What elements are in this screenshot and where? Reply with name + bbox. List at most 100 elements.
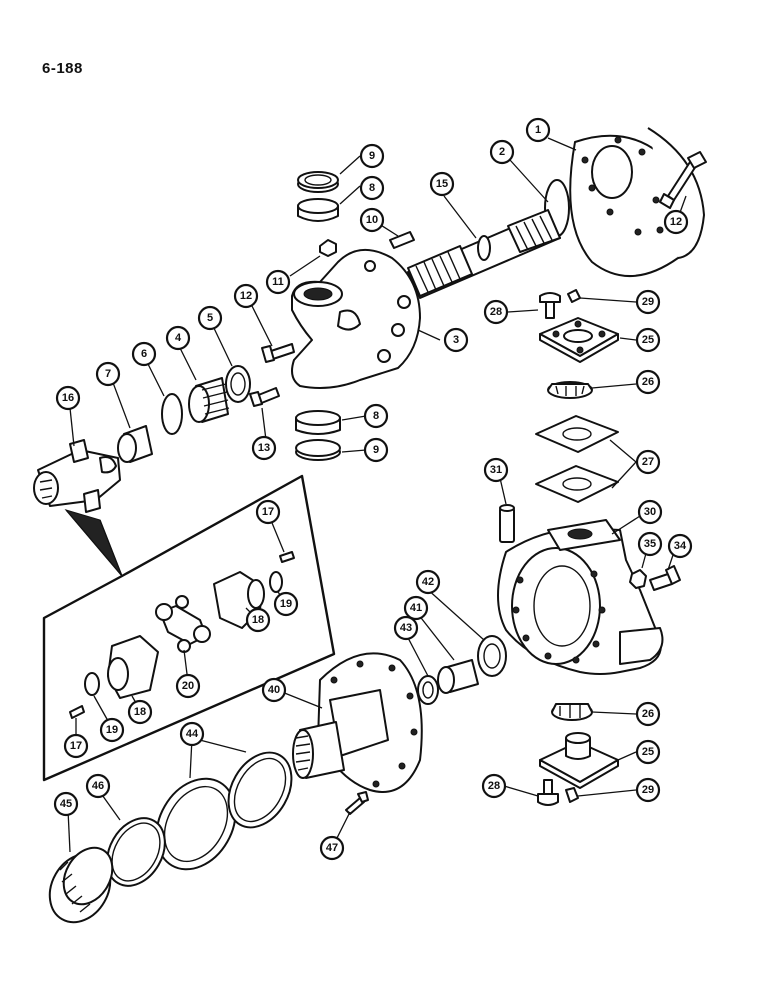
part-bolt-mid [261, 343, 295, 363]
svg-text:1: 1 [535, 124, 541, 136]
callout: 40 [261, 677, 287, 703]
callout: 19 [99, 717, 125, 743]
part-universal-joint [33, 439, 121, 513]
part-yoke-housing [291, 249, 421, 389]
part-seal-42 [477, 635, 507, 677]
svg-text:4: 4 [175, 332, 182, 344]
callout: 6 [131, 341, 157, 367]
callout: 13 [251, 435, 277, 461]
callout: 12 [663, 209, 689, 235]
page-number: 6-188 [42, 60, 83, 77]
callout: 8 [363, 403, 389, 429]
callout: 20 [175, 673, 201, 699]
callout: 4 [165, 325, 191, 351]
callout: 46 [85, 773, 111, 799]
callout: 12 [233, 283, 259, 309]
svg-text:31: 31 [490, 464, 502, 476]
svg-text:28: 28 [490, 306, 502, 318]
part-shim-gasket-1 [535, 415, 619, 453]
part-shim-gasket-2 [535, 465, 619, 503]
svg-text:10: 10 [366, 214, 378, 226]
svg-text:19: 19 [280, 598, 292, 610]
part-bearing-cup-7 [117, 425, 153, 463]
part-hub-bolt [345, 791, 369, 815]
callout: 45 [53, 791, 79, 817]
callout: 35 [637, 531, 663, 557]
svg-text:12: 12 [240, 290, 252, 302]
callout: 44 [179, 721, 205, 747]
part-seal-5 [225, 365, 251, 403]
part-bolt-small [249, 387, 280, 407]
svg-text:9: 9 [369, 150, 375, 162]
callout: 10 [359, 207, 385, 233]
callout: 28 [483, 299, 509, 325]
part-stop-nut [629, 569, 647, 589]
svg-text:5: 5 [207, 312, 213, 324]
svg-text:13: 13 [258, 442, 270, 454]
part-needle-bearing [188, 377, 230, 423]
callout: 30 [637, 499, 663, 525]
svg-text:47: 47 [326, 842, 338, 854]
callout: 25 [635, 327, 661, 353]
part-snap-ring [161, 393, 183, 435]
svg-text:43: 43 [400, 622, 412, 634]
callout: 2 [489, 139, 515, 165]
part-king-pin-cap-lower [539, 732, 619, 789]
inset-part-bolt-right [279, 551, 295, 563]
part-seal-top [297, 171, 339, 193]
callout: 47 [319, 835, 345, 861]
part-tapered-roller-bearing [48, 846, 114, 924]
svg-text:26: 26 [642, 376, 654, 388]
part-spindle-hub [292, 652, 423, 793]
callout: 1 [525, 117, 551, 143]
callout: 16 [55, 385, 81, 411]
callout: 9 [359, 143, 385, 169]
inset-part-bolt-left [69, 705, 85, 719]
part-spacer [437, 659, 479, 694]
svg-text:28: 28 [488, 780, 500, 792]
svg-text:12: 12 [670, 216, 682, 228]
callout: 42 [415, 569, 441, 595]
svg-text:3: 3 [453, 334, 459, 346]
svg-text:41: 41 [410, 602, 422, 614]
callout: 25 [635, 739, 661, 765]
svg-text:9: 9 [373, 444, 379, 456]
part-king-pin-cap-upper [539, 317, 619, 363]
inset-part-snap-ring-left [84, 672, 100, 696]
svg-text:29: 29 [642, 296, 654, 308]
svg-text:35: 35 [644, 538, 656, 550]
callout: 26 [635, 701, 661, 727]
part-washer [417, 675, 439, 705]
part-seal-lower [295, 439, 341, 461]
svg-text:44: 44 [186, 728, 199, 740]
part-stud [389, 231, 415, 249]
part-grease-fitting-top [567, 289, 581, 303]
callout: 7 [95, 361, 121, 387]
inset-part-snap-ring-right [269, 571, 283, 593]
callout: 29 [635, 289, 661, 315]
svg-text:11: 11 [272, 276, 284, 288]
svg-text:29: 29 [642, 784, 654, 796]
callout: 5 [197, 305, 223, 331]
svg-text:16: 16 [62, 392, 74, 404]
part-axle-shaft [407, 209, 561, 299]
svg-text:2: 2 [499, 146, 505, 158]
callout: 17 [255, 499, 281, 525]
callout: 28 [481, 773, 507, 799]
callout: 18 [245, 607, 271, 633]
svg-text:27: 27 [642, 456, 654, 468]
svg-text:25: 25 [642, 746, 654, 758]
svg-text:26: 26 [642, 708, 654, 720]
svg-text:8: 8 [369, 182, 375, 194]
inset-part-cross [155, 595, 211, 653]
svg-text:17: 17 [70, 740, 82, 752]
svg-text:15: 15 [436, 178, 448, 190]
svg-text:42: 42 [422, 576, 434, 588]
svg-text:6: 6 [141, 348, 147, 360]
svg-text:8: 8 [373, 410, 379, 422]
inset-part-yoke-left [107, 635, 159, 699]
part-bolt-long [659, 151, 707, 209]
part-bearing-cone-upper [547, 381, 593, 399]
part-grease-fitting-bottom [565, 787, 579, 803]
